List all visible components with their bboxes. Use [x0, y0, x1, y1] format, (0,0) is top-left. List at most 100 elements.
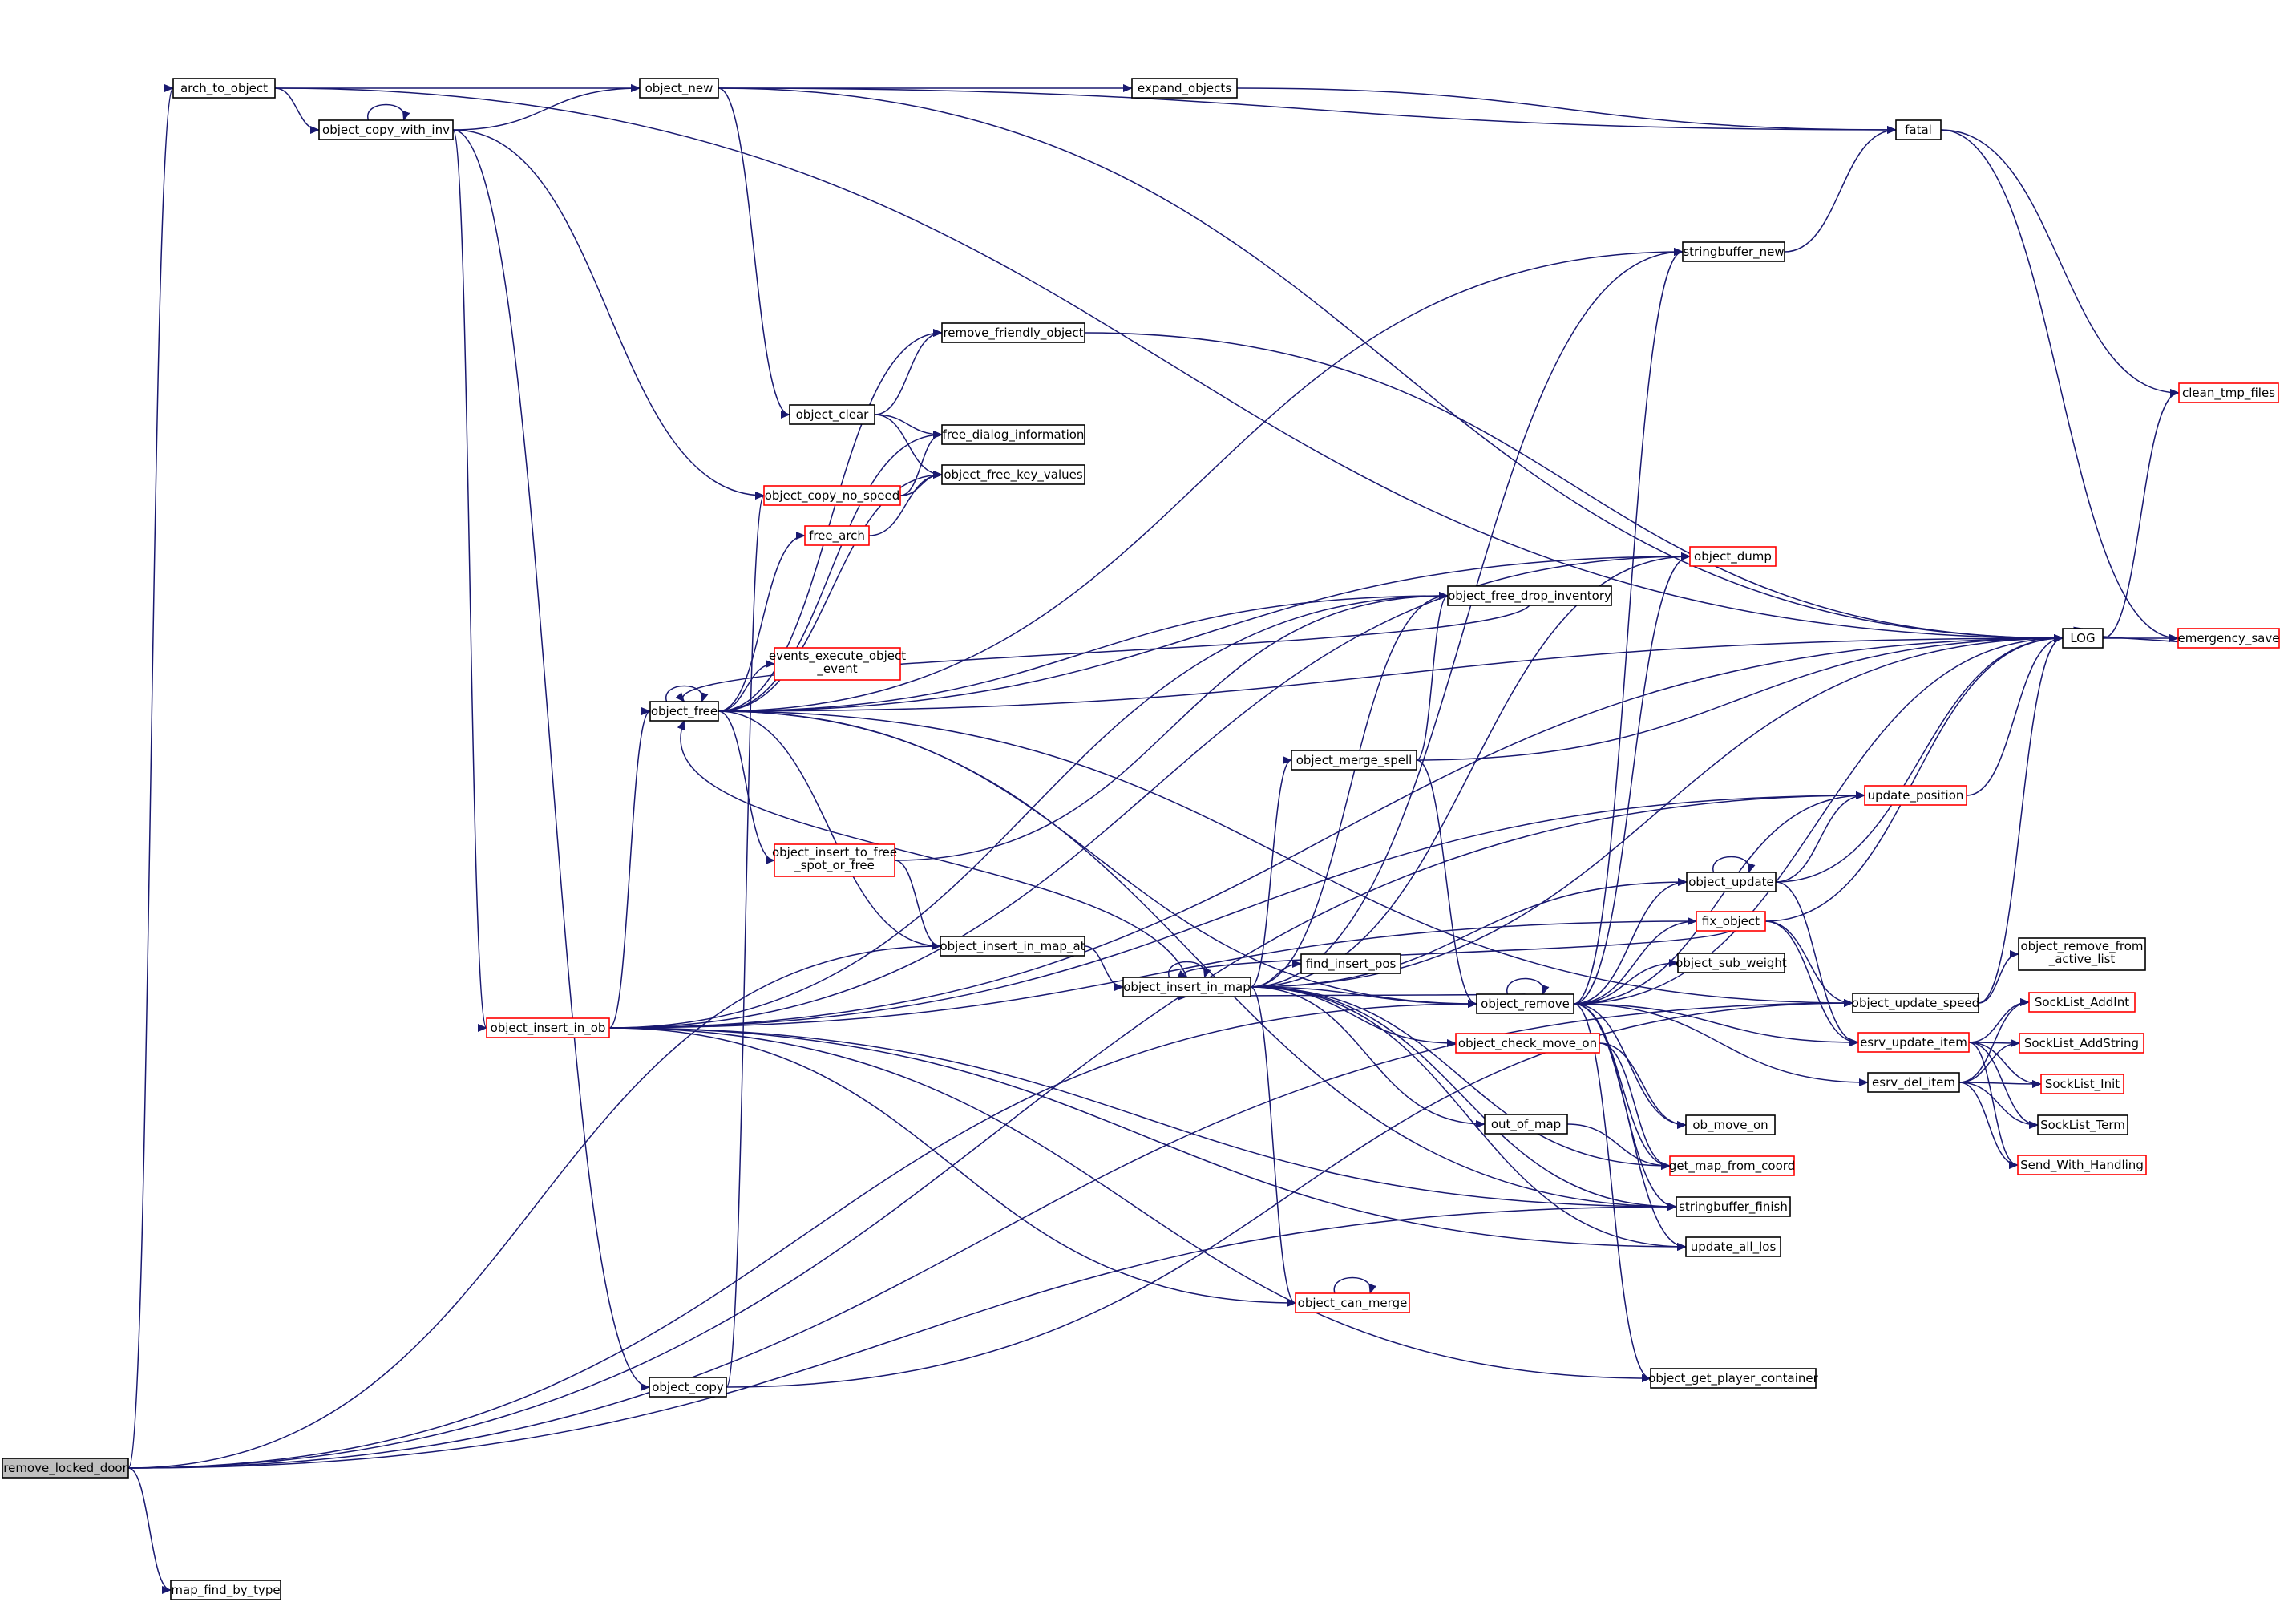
- node-free-arch[interactable]: free_arch: [804, 525, 870, 546]
- node-arch-to-object[interactable]: arch_to_object: [172, 78, 276, 99]
- node-box: [2028, 992, 2136, 1013]
- node-object-insert-to-free-spot-or-free[interactable]: object_insert_to_free_spot_or_free: [772, 843, 897, 877]
- node-box: [1484, 1114, 1568, 1135]
- node-object-merge-spell[interactable]: object_merge_spell: [1291, 750, 1417, 771]
- node-object-can-merge[interactable]: object_can_merge: [1295, 1292, 1410, 1313]
- node-emergency-save[interactable]: emergency_save: [2177, 628, 2280, 649]
- edge-object_insert_in_map-to-LOG: [1250, 634, 2064, 988]
- node-esrv-update-item[interactable]: esrv_update_item: [1857, 1032, 1970, 1053]
- node-update-position[interactable]: update_position: [1864, 785, 1967, 806]
- node-fix-object[interactable]: fix_object: [1696, 911, 1766, 932]
- node-object-insert-in-map-at[interactable]: object_insert_in_map_at: [940, 936, 1085, 957]
- node-get-map-from-coord[interactable]: get_map_from_coord: [1669, 1155, 1795, 1176]
- node-box: [2018, 937, 2146, 971]
- edge-object_insert_in_map-to-out_of_map: [1250, 986, 1486, 1128]
- node-label: object_free_key_values: [944, 467, 1083, 483]
- node-SockList-AddInt[interactable]: SockList_AddInt: [2028, 992, 2136, 1013]
- node-box: [1696, 911, 1766, 932]
- node-object-check-move-on[interactable]: object_check_move_on: [1455, 1033, 1600, 1054]
- node-ob-move-on[interactable]: ob_move_on: [1685, 1114, 1776, 1135]
- node-label: object_dump: [1694, 549, 1772, 564]
- node-object-free[interactable]: object_free: [649, 701, 719, 722]
- node-object-free-key-values[interactable]: object_free_key_values: [941, 464, 1085, 485]
- edge-object_free-to-free_arch: [718, 532, 806, 712]
- node-object-dump[interactable]: object_dump: [1689, 546, 1777, 567]
- edge-object_insert_in_ob-to-stringbuffer_finish: [608, 1027, 1677, 1211]
- node-esrv-del-item[interactable]: esrv_del_item: [1867, 1072, 1960, 1093]
- edge-object_insert_to_free_spot_or_free-to-object_insert_in_map_at: [894, 860, 941, 950]
- edge-object_insert_in_ob-to-object_free_drop_inventory: [608, 592, 1449, 1029]
- node-label: emergency_save: [2178, 631, 2280, 646]
- node-box: [2040, 1074, 2124, 1094]
- edge-object_insert_in_ob-to-object_free: [608, 707, 651, 1029]
- node-label: _event: [816, 661, 857, 677]
- node-SockList-Term[interactable]: SockList_Term: [2037, 1114, 2128, 1135]
- edge-object_new-to-LOG: [718, 87, 2064, 642]
- node-box: [486, 1017, 610, 1038]
- node-object-new[interactable]: object_new: [639, 78, 719, 99]
- node-label: _spot_or_free: [794, 858, 875, 873]
- node-find-insert-pos[interactable]: find_insert_pos: [1300, 953, 1401, 974]
- node-label: object_insert_to_free: [772, 845, 897, 860]
- node-SockList-AddString[interactable]: SockList_AddString: [2019, 1033, 2144, 1054]
- node-expand-objects[interactable]: expand_objects: [1131, 78, 1238, 99]
- node-object-clear[interactable]: object_clear: [789, 404, 875, 425]
- node-label: object_sub_weight: [1676, 956, 1787, 971]
- node-Send-With-Handling[interactable]: Send_With_Handling: [2017, 1155, 2147, 1175]
- edge-object_insert_to_free_spot_or_free-to-object_free_drop_inventory: [894, 592, 1449, 861]
- edge-object_remove-to-update_position: [1573, 791, 1866, 1005]
- node-box: [172, 78, 276, 99]
- node-label: clean_tmp_files: [2182, 386, 2275, 401]
- node-object-copy[interactable]: object_copy: [649, 1377, 727, 1398]
- edge-arch_to_object-to-LOG: [274, 87, 2064, 642]
- node-object-insert-in-map[interactable]: object_insert_in_map: [1122, 977, 1251, 997]
- edge-object_remove-to-fix_object: [1573, 917, 1697, 1005]
- node-out-of-map[interactable]: out_of_map: [1484, 1114, 1568, 1135]
- node-SockList-Init[interactable]: SockList_Init: [2040, 1074, 2124, 1094]
- node-box: [2, 1458, 129, 1479]
- edge-arch_to_object-to-object_copy_with_inv: [274, 87, 320, 134]
- node-stringbuffer-finish[interactable]: stringbuffer_finish: [1676, 1196, 1791, 1217]
- edge-remove_locked_door-to-object_update_speed: [127, 999, 1853, 1469]
- edge-object_can_merge-to-object_can_merge: [1333, 1276, 1376, 1294]
- node-object-free-drop-inventory[interactable]: object_free_drop_inventory: [1447, 585, 1612, 606]
- node-update-all-los[interactable]: update_all_los: [1685, 1236, 1781, 1257]
- node-label: object_can_merge: [1298, 1296, 1408, 1311]
- node-box: [649, 701, 719, 722]
- edge-object_free-to-free_dialog_information: [718, 431, 943, 712]
- node-object-copy-no-speed[interactable]: object_copy_no_speed: [763, 485, 901, 506]
- node-object-get-player-container[interactable]: object_get_player_container: [1648, 1368, 1819, 1389]
- node-remove-friendly-object[interactable]: remove_friendly_object: [941, 322, 1085, 343]
- edge-object_update-to-LOG: [1775, 634, 2064, 883]
- edge-remove_friendly_object-to-LOG: [1084, 332, 2064, 642]
- node-object-insert-in-ob[interactable]: object_insert_in_ob: [486, 1017, 610, 1038]
- edge-fix_object-to-esrv_update_item: [1764, 920, 1859, 1046]
- edge-update_position-to-LOG: [1966, 634, 2064, 796]
- node-stringbuffer-new[interactable]: stringbuffer_new: [1682, 241, 1785, 262]
- call-edges: [127, 84, 2229, 1594]
- node-events-execute-object-event[interactable]: events_execute_object_event: [769, 647, 906, 681]
- node-box: [1455, 1033, 1600, 1054]
- node-box: [1686, 872, 1777, 892]
- node-label: stringbuffer_finish: [1679, 1199, 1788, 1215]
- node-object-remove[interactable]: object_remove: [1476, 993, 1574, 1014]
- edge-object_free-to-object_free: [665, 685, 709, 702]
- node-object-update-speed[interactable]: object_update_speed: [1852, 993, 1979, 1013]
- node-map-find-by-type[interactable]: map_find_by_type: [170, 1580, 281, 1600]
- node-label: object_remove_from: [2020, 939, 2143, 954]
- node-box: [1689, 546, 1777, 567]
- node-LOG[interactable]: LOG: [2062, 628, 2104, 649]
- node-clean-tmp-files[interactable]: clean_tmp_files: [2178, 382, 2279, 403]
- node-free-dialog-information[interactable]: free_dialog_information: [941, 424, 1085, 445]
- node-object-remove-from-active-list[interactable]: object_remove_from_active_list: [2018, 937, 2146, 971]
- edge-LOG-to-clean_tmp_files: [2102, 389, 2180, 639]
- node-object-sub-weight[interactable]: object_sub_weight: [1676, 953, 1787, 973]
- node-label: object_insert_in_ob: [491, 1021, 606, 1036]
- node-box: [1476, 993, 1574, 1014]
- node-object-copy-with-inv[interactable]: object_copy_with_inv: [318, 119, 454, 140]
- edge-esrv_del_item-to-SockList_Init: [1958, 1079, 2042, 1088]
- node-fatal[interactable]: fatal: [1895, 119, 1942, 140]
- node-object-update[interactable]: object_update: [1686, 872, 1777, 892]
- node-label: object_free_drop_inventory: [1448, 589, 1611, 604]
- node-box: [649, 1377, 727, 1398]
